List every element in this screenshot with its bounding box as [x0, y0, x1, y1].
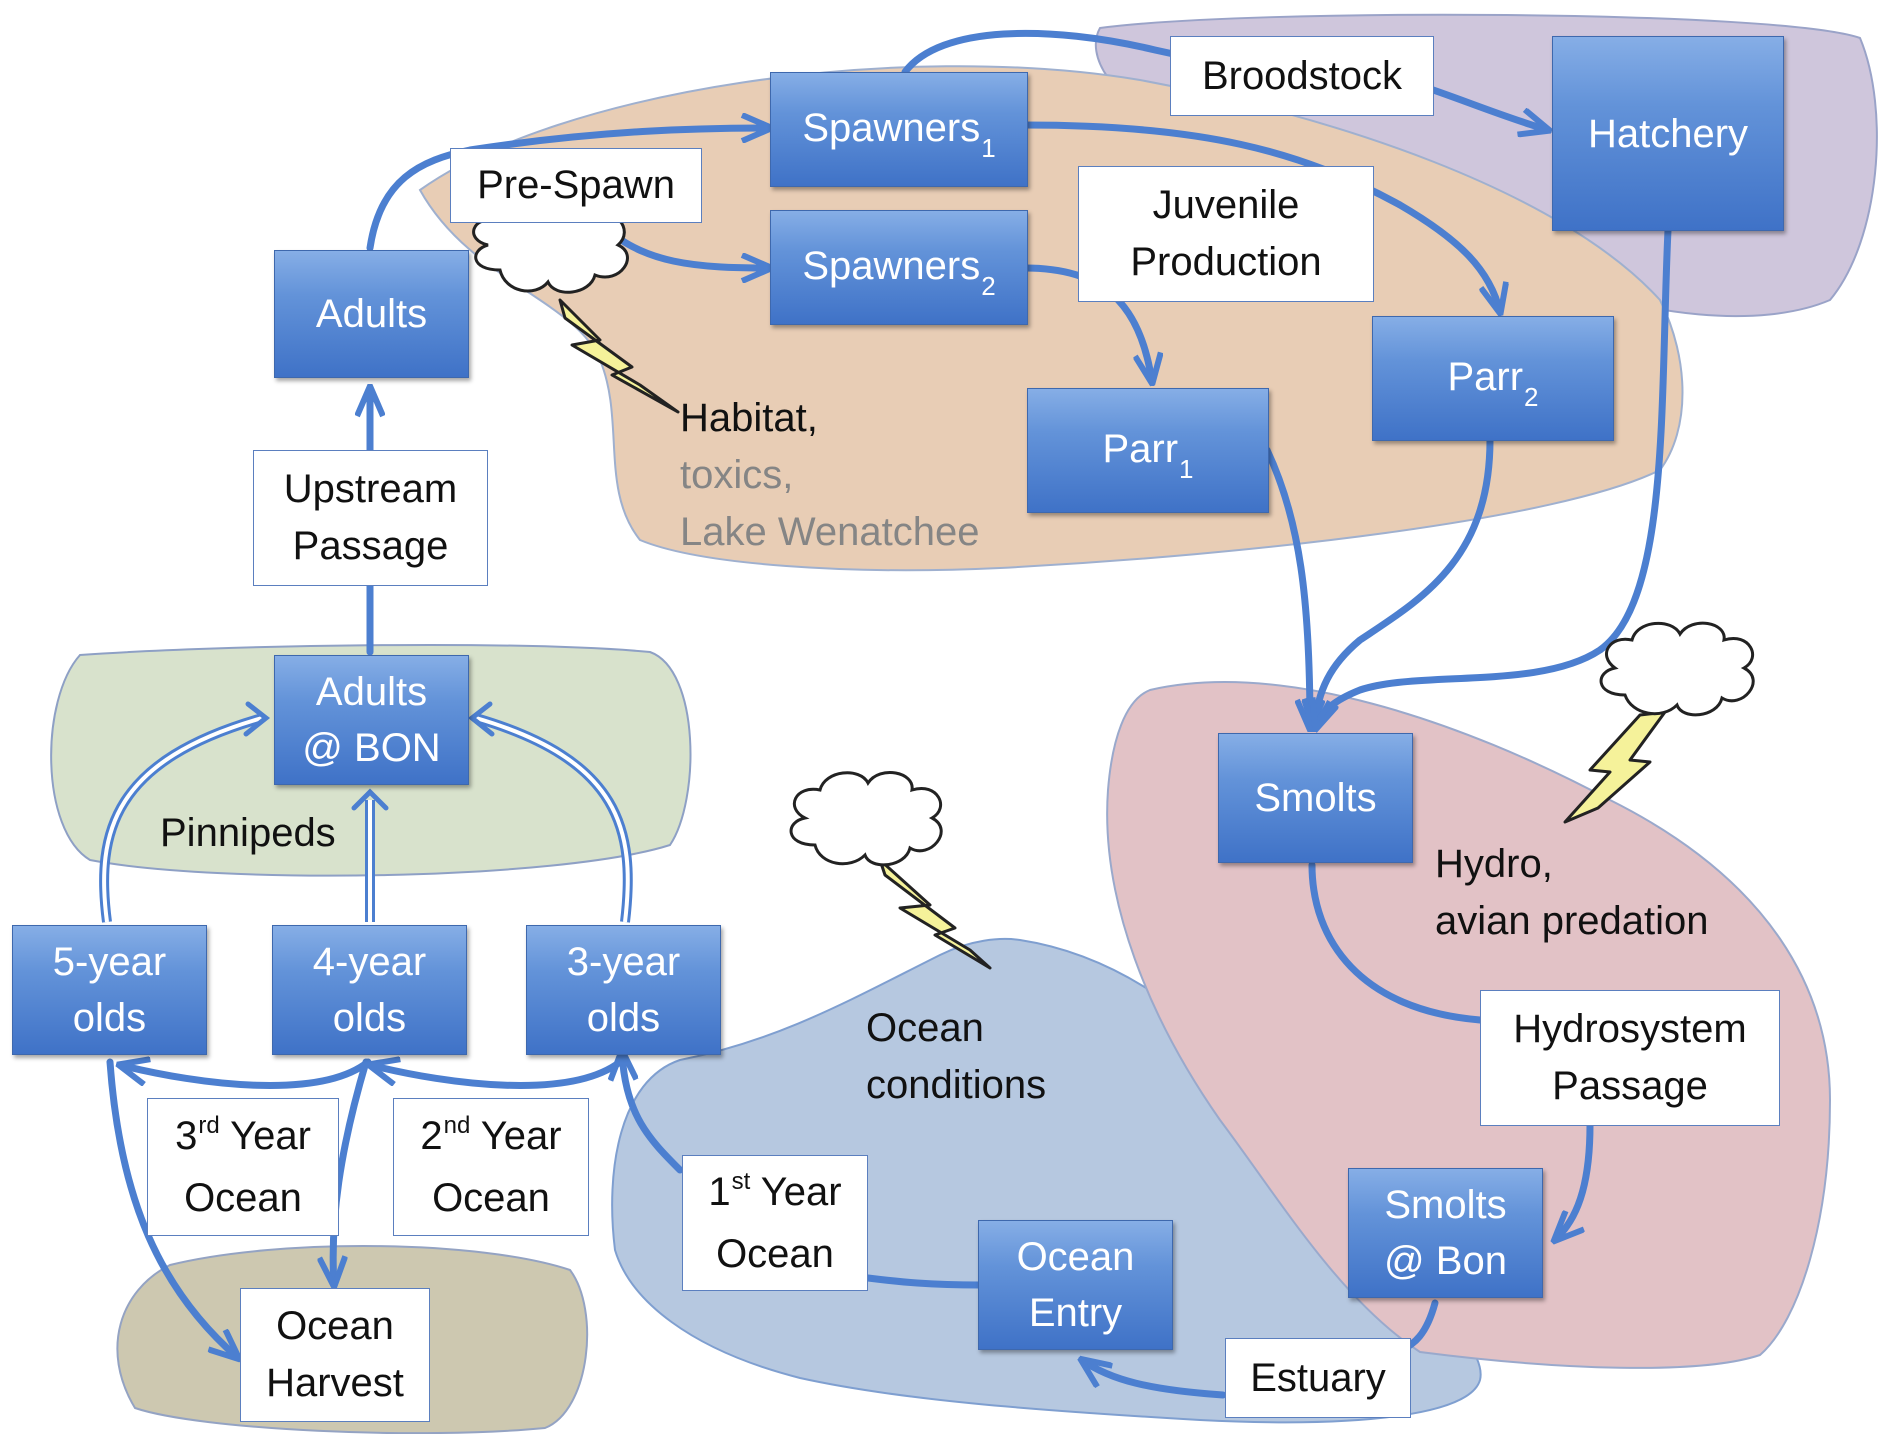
3-year-olds-node: 3-year olds [526, 925, 721, 1055]
hydrosystem-to-smolts-bon-arrow [1555, 1121, 1594, 1240]
habitat-label: Habitat, [680, 396, 818, 440]
parr1-to-smolts-arrow [1263, 446, 1310, 728]
parr1-label: Parr1 [1102, 426, 1194, 484]
2nd-year-ocean-label: Ocean [432, 1175, 550, 1220]
estuary-to-ocean-entry-arrow [1082, 1360, 1227, 1399]
smolts-to-hydrosystem-line [1308, 861, 1484, 1024]
ocean-entry-node: Ocean Entry [978, 1220, 1173, 1350]
smolts-at-bon-label-2: @ Bon [1384, 1239, 1507, 1283]
ocean-harvest-label-2: Harvest [266, 1361, 404, 1405]
pinnipeds-factor-label: Pinnipeds [160, 811, 336, 855]
hydro-factor-label: Hydro, avian predation [1435, 836, 1709, 950]
4-year-olds-node: 4-year olds [272, 925, 467, 1055]
1st-year-ocean-label: Ocean [716, 1231, 834, 1276]
habitat-factor-label: Habitat, toxics, Lake Wenatchee [680, 390, 979, 561]
juvenile-production-label-1: Juvenile [1152, 183, 1300, 227]
adults-label: Adults [315, 292, 428, 336]
parr2-label: Parr2 [1447, 354, 1539, 412]
adults-at-bon-label-2: @ BON [302, 726, 441, 770]
3rd-year-label: 3rd Year [175, 1111, 311, 1158]
4-year-olds-label-2: olds [332, 996, 407, 1040]
4yr-to-5yr-arrow [120, 1062, 372, 1089]
5-year-olds-node: 5-year olds [12, 925, 207, 1055]
ocean-label: Ocean [866, 1006, 984, 1050]
parr2-to-smolts-arrow [1314, 436, 1494, 728]
adults-at-bon-node: Adults @ BON [274, 655, 469, 785]
4-year-olds-label-1: 4-year [312, 940, 427, 984]
adults-to-spawners1-arrow [366, 128, 770, 252]
adults-at-bon-label-1: Adults [315, 670, 428, 714]
upstream-passage-label-2: Passage [292, 524, 449, 568]
juvenile-production-label-2: Production [1130, 240, 1322, 284]
conditions-label: conditions [866, 1063, 1047, 1107]
spawners1-node: Spawners1 [770, 72, 1028, 187]
estuary-label: Estuary [1250, 1355, 1386, 1400]
spawners1-label: Spawners1 [802, 105, 996, 163]
ocean-entry-label-2: Entry [1028, 1291, 1123, 1335]
smolts-at-bon-label-1: Smolts [1384, 1183, 1507, 1227]
ocean-harvest-box: Ocean Harvest [240, 1288, 430, 1422]
broodstock-box: Broodstock [1170, 36, 1434, 116]
upstream-passage-label-1: Upstream [283, 467, 458, 511]
hatchery-node: Hatchery [1552, 36, 1784, 231]
pre-spawn-box: Pre-Spawn [450, 148, 702, 223]
smolts-label: Smolts [1254, 776, 1377, 820]
ocean-harvest-label-1: Ocean [276, 1304, 394, 1348]
smolts-node: Smolts [1218, 733, 1413, 863]
spawners2-node: Spawners2 [770, 210, 1028, 325]
5yr-to-harvest-arrow [106, 1058, 238, 1358]
estuary-box: Estuary [1225, 1338, 1411, 1418]
parr2-node: Parr2 [1372, 316, 1614, 441]
avian-predation-label: avian predation [1435, 899, 1709, 943]
smolts-at-bon-node: Smolts @ Bon [1348, 1168, 1543, 1298]
hatchery-label: Hatchery [1587, 111, 1749, 156]
2nd-year-label: 2nd Year [420, 1111, 562, 1158]
hydro-label: Hydro, [1435, 842, 1553, 886]
2nd-year-ocean-box: 2nd Year Ocean [393, 1098, 589, 1236]
ocean-entry-label-1: Ocean [1016, 1235, 1135, 1279]
hatchery-to-smolts-arrow [1316, 226, 1672, 728]
3-year-olds-label-2: olds [586, 996, 661, 1040]
1st-year-label: 1st Year [708, 1167, 842, 1214]
ocean-entry-to-1st-year-line [864, 1274, 984, 1289]
pre-spawn-label: Pre-Spawn [477, 163, 675, 207]
upstream-passage-box: Upstream Passage [253, 450, 488, 586]
hydrosystem-passage-label-1: Hydrosystem [1513, 1007, 1747, 1051]
3rd-year-ocean-box: 3rd Year Ocean [147, 1098, 339, 1236]
5-year-olds-label-2: olds [72, 996, 147, 1040]
1st-year-to-3yr-arrow [622, 1052, 684, 1174]
juvenile-production-box: Juvenile Production [1078, 166, 1374, 302]
parr1-node: Parr1 [1027, 388, 1269, 513]
3yr-to-4yr-arrow [370, 1062, 624, 1089]
spawners2-label: Spawners2 [802, 243, 996, 301]
3-year-olds-label-1: 3-year [566, 940, 681, 984]
5-year-olds-label-1: 5-year [52, 940, 167, 984]
hydro-threat-icon [1563, 621, 1755, 824]
3rd-year-ocean-label: Ocean [184, 1175, 302, 1220]
ocean-conditions-factor-label: Ocean conditions [866, 1000, 1046, 1114]
toxics-label: toxics, [680, 453, 794, 497]
broodstock-label: Broodstock [1201, 53, 1403, 98]
ocean-threat-icon [789, 771, 992, 970]
adults-node: Adults [274, 250, 469, 378]
1st-year-ocean-box: 1st Year Ocean [682, 1155, 868, 1291]
hydrosystem-passage-box: Hydrosystem Passage [1480, 990, 1780, 1126]
lake-wenatchee-label: Lake Wenatchee [680, 510, 980, 554]
hydrosystem-passage-label-2: Passage [1552, 1064, 1708, 1108]
